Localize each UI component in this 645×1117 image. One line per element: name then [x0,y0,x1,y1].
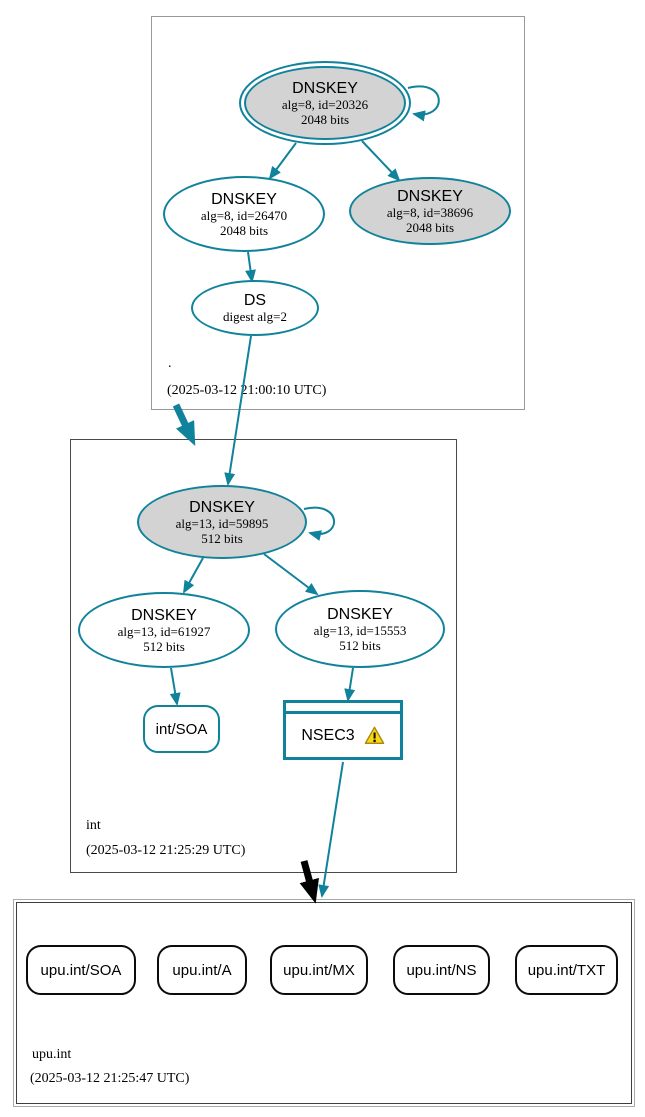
warning-triangle-icon [364,726,384,744]
zone-box-root [151,16,525,410]
dnskey-bits: 512 bits [201,530,243,546]
dnskey-bits: 2048 bits [219,222,269,238]
dnskey-59895-node[interactable]: DNSKEY alg=13, id=59895 512 bits [137,485,307,559]
dnskey-alg-id: alg=8, id=20326 [281,96,369,112]
zone-label-root: . [168,356,172,371]
zone-timestamp-int: (2025-03-12 21:25:29 UTC) [86,843,246,858]
rrset-label: upu.int/A [172,961,232,979]
nsec3-stack-band [286,703,400,714]
dnskey-title: DNSKEY [327,605,393,623]
upu-int-soa-node[interactable]: upu.int/SOA [26,945,136,995]
dnskey-title: DNSKEY [397,187,463,205]
nsec3-label: NSEC3 [301,726,355,744]
ds-title: DS [243,292,267,309]
dnskey-alg-id: alg=8, id=38696 [386,204,474,220]
dnskey-alg-id: alg=13, id=59895 [175,515,269,531]
zone-box-upu-int [13,899,635,1107]
nsec3-node[interactable]: NSEC3 [283,700,403,760]
dnskey-title: DNSKEY [292,79,358,97]
upu-int-a-node[interactable]: upu.int/A [157,945,247,995]
dnskey-bits: 512 bits [339,637,381,653]
dnskey-title: DNSKEY [211,190,277,208]
rrset-label: upu.int/MX [283,961,355,979]
dnskey-26470-node[interactable]: DNSKEY alg=8, id=26470 2048 bits [163,176,325,252]
dnskey-title: DNSKEY [189,498,255,516]
upu-int-ns-node[interactable]: upu.int/NS [393,945,490,995]
zone-timestamp-root: (2025-03-12 21:00:10 UTC) [167,383,327,398]
dnskey-15553-node[interactable]: DNSKEY alg=13, id=15553 512 bits [275,590,445,668]
dnskey-bits: 2048 bits [300,111,350,127]
dnskey-38696-node[interactable]: DNSKEY alg=8, id=38696 2048 bits [349,177,511,245]
dnskey-alg-id: alg=13, id=15553 [313,622,407,638]
zone-label-upu-int: upu.int [32,1047,72,1062]
upu-int-txt-node[interactable]: upu.int/TXT [515,945,618,995]
dnskey-alg-id: alg=13, id=61927 [117,623,211,639]
zone-label-int: int [86,818,101,833]
rrset-label: upu.int/TXT [527,961,606,979]
dnskey-bits: 512 bits [143,638,185,654]
upu-int-mx-node[interactable]: upu.int/MX [270,945,368,995]
zone-timestamp-upu-int: (2025-03-12 21:25:47 UTC) [30,1071,190,1086]
ds-node[interactable]: DS digest alg=2 [191,280,319,336]
int-soa-node[interactable]: int/SOA [143,705,220,753]
dnskey-61927-node[interactable]: DNSKEY alg=13, id=61927 512 bits [78,592,250,668]
dnskey-bits: 2048 bits [405,219,455,235]
ds-digest-alg: digest alg=2 [222,309,288,324]
rrset-label: upu.int/NS [406,961,477,979]
dnskey-title: DNSKEY [131,606,197,624]
rrset-label: upu.int/SOA [40,961,122,979]
int-soa-label: int/SOA [155,720,208,738]
dnskey-alg-id: alg=8, id=26470 [200,207,288,223]
zone-box-int [70,439,457,873]
dnskey-20326-node[interactable]: DNSKEY alg=8, id=20326 2048 bits [239,61,411,145]
